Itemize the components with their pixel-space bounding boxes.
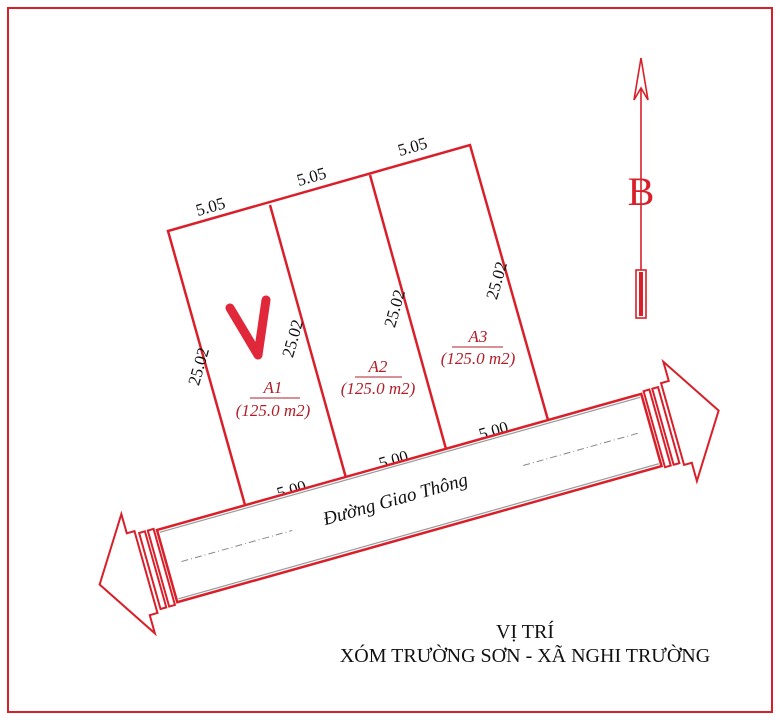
road-right-arrow-icon	[659, 358, 720, 485]
lot-a2-area: (125.0 m2)	[341, 379, 416, 398]
road-left-arrow-icon	[98, 510, 159, 637]
north-label: B	[628, 169, 655, 214]
road-centerline-left	[181, 529, 293, 563]
lot-a3-name: A3	[468, 327, 488, 346]
lot-divider-a1-a2	[268, 204, 348, 479]
selection-check-mark	[225, 295, 271, 360]
side-dim-1: 25.02	[184, 345, 213, 387]
caption-title: VỊ TRÍ	[496, 620, 554, 643]
caption-location: XÓM TRƯỜNG SƠN - XÃ NGHI TRƯỜNG	[340, 643, 710, 667]
lot-a3-area: (125.0 m2)	[441, 349, 516, 368]
lot-a2[interactable]: A2 (125.0 m2)	[341, 357, 416, 398]
side-dim-3: 25.02	[380, 287, 409, 329]
road-centerline-right	[523, 432, 639, 466]
top-dim-a3: 5.05	[396, 133, 430, 159]
side-dim-4: 25.02	[482, 259, 511, 301]
lot-a1[interactable]: A1 (125.0 m2)	[236, 378, 311, 420]
lot-a3[interactable]: A3 (125.0 m2)	[441, 327, 516, 368]
lot-a2-name: A2	[368, 357, 388, 376]
road	[98, 358, 720, 637]
side-dim-2: 25.02	[278, 317, 307, 359]
north-arrow-icon	[633, 57, 649, 319]
frame-border	[7, 7, 773, 713]
lot-a1-name: A1	[263, 378, 283, 397]
lot-boundaries	[166, 143, 550, 506]
lot-divider-a2-a3	[368, 174, 448, 450]
lot-a1-area: (125.0 m2)	[236, 401, 311, 420]
